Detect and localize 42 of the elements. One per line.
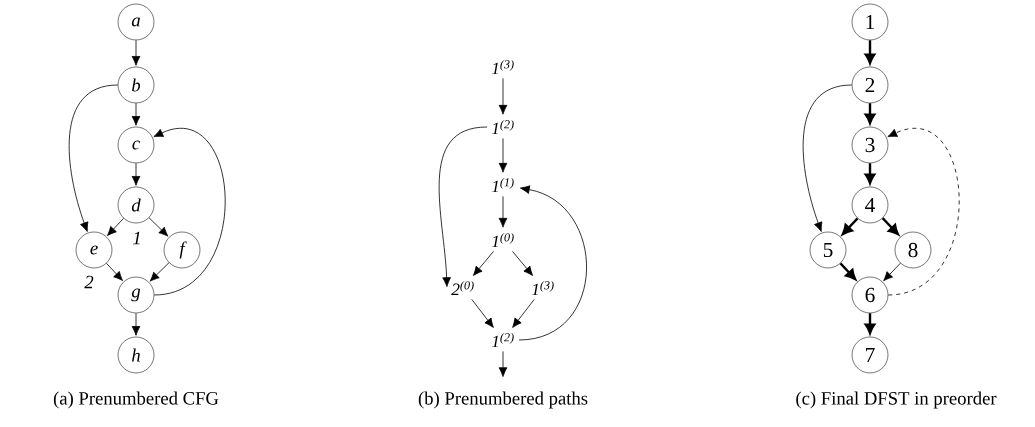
curved-arrow — [438, 126, 488, 287]
arrow — [107, 217, 124, 236]
arrow — [498, 137, 508, 173]
dashed-arrow — [887, 127, 960, 296]
number-label: 2 — [84, 275, 94, 289]
arrow — [131, 312, 141, 336]
path-label: 1$^{(2)}$ — [491, 332, 514, 348]
arrow — [512, 250, 533, 276]
arrow — [883, 262, 901, 282]
path-label: 1$^{(1)}$ — [491, 177, 514, 193]
arrow — [498, 350, 508, 377]
curved-arrow — [153, 127, 226, 296]
curved-arrow — [518, 185, 587, 341]
path-label: 1$^{(3)}$ — [491, 59, 514, 75]
path-label: 1$^{(2)}$ — [491, 119, 514, 135]
arrow — [131, 39, 141, 66]
path-label: 2$^{(0)}$ — [451, 280, 474, 296]
arrow — [498, 195, 508, 228]
path-label: 1$^{(3)}$ — [531, 280, 554, 296]
curved-arrow — [802, 84, 853, 232]
curved-arrow — [68, 84, 119, 232]
arrow — [473, 250, 494, 276]
arrow — [131, 102, 141, 126]
arrow — [864, 313, 876, 335]
arrow — [149, 262, 170, 282]
caption: (b) Prenumbered paths — [418, 391, 588, 409]
arrow — [498, 77, 508, 115]
arrow — [106, 262, 123, 281]
caption: (a) Prenumbered CFG — [53, 391, 219, 409]
arrow — [471, 298, 494, 328]
arrow — [881, 217, 899, 236]
arrow — [864, 163, 876, 185]
arrow — [839, 262, 857, 281]
number-label: 1 — [133, 231, 140, 245]
arrow — [512, 298, 535, 328]
arrow — [864, 103, 876, 125]
caption: (c) Final DFST in preorder — [796, 391, 997, 409]
path-label: 1$^{(0)}$ — [491, 232, 514, 248]
arrow — [148, 217, 169, 237]
arrow — [131, 162, 141, 186]
arrow — [841, 217, 859, 236]
arrow — [864, 40, 876, 65]
